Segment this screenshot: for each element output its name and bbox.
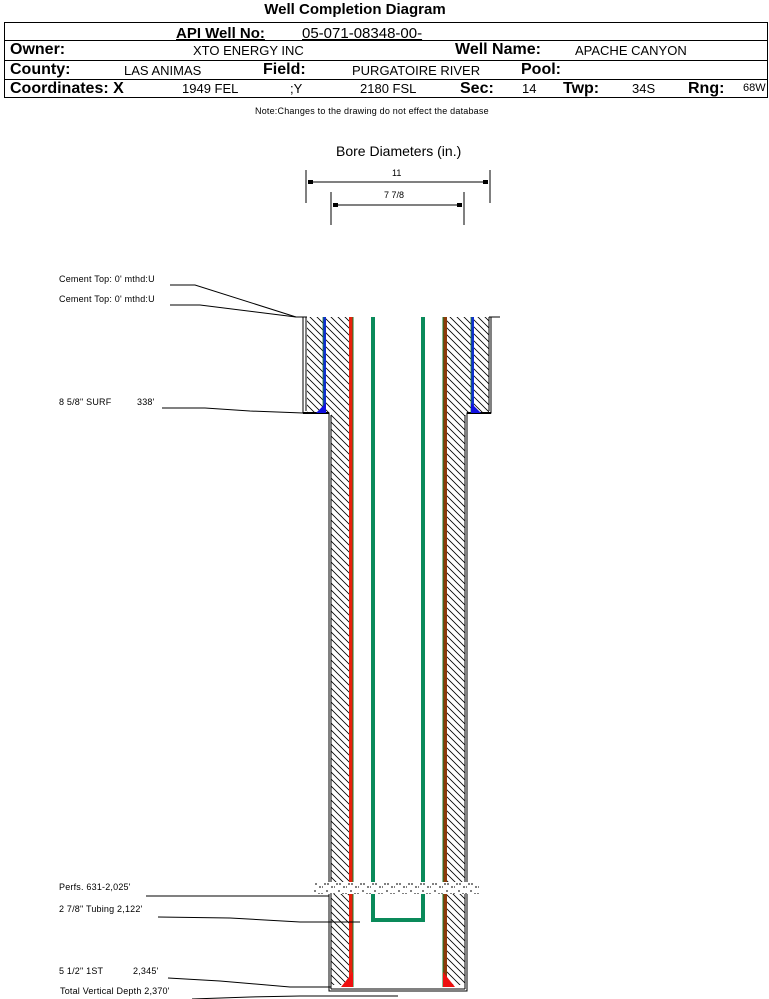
callout-total-depth: Total Vertical Depth 2,370' bbox=[60, 986, 170, 996]
coordinates-y-label: ;Y bbox=[290, 81, 303, 96]
production-shoe-left bbox=[341, 972, 353, 987]
callout-cement-top-1: Cement Top: 0' mthd:U bbox=[59, 274, 155, 284]
divider bbox=[5, 60, 767, 61]
pool-label: Pool: bbox=[521, 61, 561, 78]
surface-cement-left bbox=[307, 317, 349, 413]
coordinates-y-value: 2180 FSL bbox=[360, 81, 417, 96]
disclaimer-note: Note:Changes to the drawing do not effec… bbox=[255, 106, 489, 116]
production-casing-right bbox=[443, 317, 447, 987]
bore-diameters-title: Bore Diameters (in.) bbox=[336, 143, 462, 159]
production-shoe-right bbox=[443, 972, 455, 987]
coordinates-x-value: 1949 FEL bbox=[182, 81, 239, 96]
well-info-header bbox=[4, 22, 768, 98]
rng-value: 68W bbox=[743, 82, 766, 94]
well-name-label: Well Name: bbox=[455, 41, 541, 58]
surface-casing-right bbox=[471, 317, 474, 413]
callout-production-casing: 5 1/2" 1ST bbox=[59, 966, 104, 976]
sec-label: Sec: bbox=[460, 80, 494, 97]
field-label: Field: bbox=[263, 61, 306, 78]
surface-shoe-right bbox=[471, 403, 481, 413]
well-name-value: APACHE CANYON bbox=[575, 43, 687, 58]
production-cement-left bbox=[331, 413, 349, 985]
callout-tubing: 2 7/8" Tubing 2,122' bbox=[59, 904, 143, 914]
owner-label: Owner: bbox=[10, 41, 66, 58]
twp-value: 34S bbox=[632, 81, 656, 96]
page-title: Well Completion Diagram bbox=[264, 1, 446, 18]
callout-leaders bbox=[146, 284, 398, 999]
county-label: County: bbox=[10, 61, 71, 78]
surface-shoe-left bbox=[316, 403, 326, 413]
twp-label: Twp: bbox=[563, 80, 600, 97]
sec-value: 14 bbox=[522, 81, 537, 96]
arrow-head bbox=[483, 180, 488, 184]
bore-outer-diameter: 11 bbox=[392, 168, 402, 178]
rng-label: Rng: bbox=[688, 80, 725, 97]
callout-production-depth: 2,345' bbox=[133, 966, 159, 976]
divider bbox=[5, 40, 767, 41]
production-cement-right bbox=[447, 413, 465, 985]
arrow-head bbox=[333, 203, 338, 207]
arrow-head bbox=[457, 203, 462, 207]
coordinates-x-label: Coordinates: X bbox=[10, 80, 124, 97]
surface-cement-right bbox=[447, 317, 489, 413]
callout-cement-top-2: Cement Top: 0' mthd:U bbox=[59, 294, 155, 304]
api-well-no-value: 05-071-08348-00- bbox=[302, 25, 423, 42]
arrow-head bbox=[308, 180, 313, 184]
field-value: PURGATOIRE RIVER bbox=[352, 63, 481, 78]
county-value: LAS ANIMAS bbox=[124, 63, 202, 78]
bore-inner-diameter: 7 7/8 bbox=[384, 190, 405, 200]
divider bbox=[5, 79, 767, 80]
owner-value: XTO ENERGY INC bbox=[193, 43, 304, 58]
callout-surface-depth: 338' bbox=[137, 397, 155, 407]
api-well-no-label: API Well No: bbox=[176, 25, 265, 42]
production-casing-left bbox=[349, 317, 353, 987]
surface-casing-left bbox=[323, 317, 326, 413]
bore-dimension-lines bbox=[305, 170, 491, 225]
callout-perforations: Perfs. 631-2,025' bbox=[59, 882, 131, 892]
callout-surface-casing: 8 5/8" SURF bbox=[59, 397, 112, 407]
perforation-zone bbox=[314, 882, 480, 894]
tubing bbox=[371, 317, 425, 922]
